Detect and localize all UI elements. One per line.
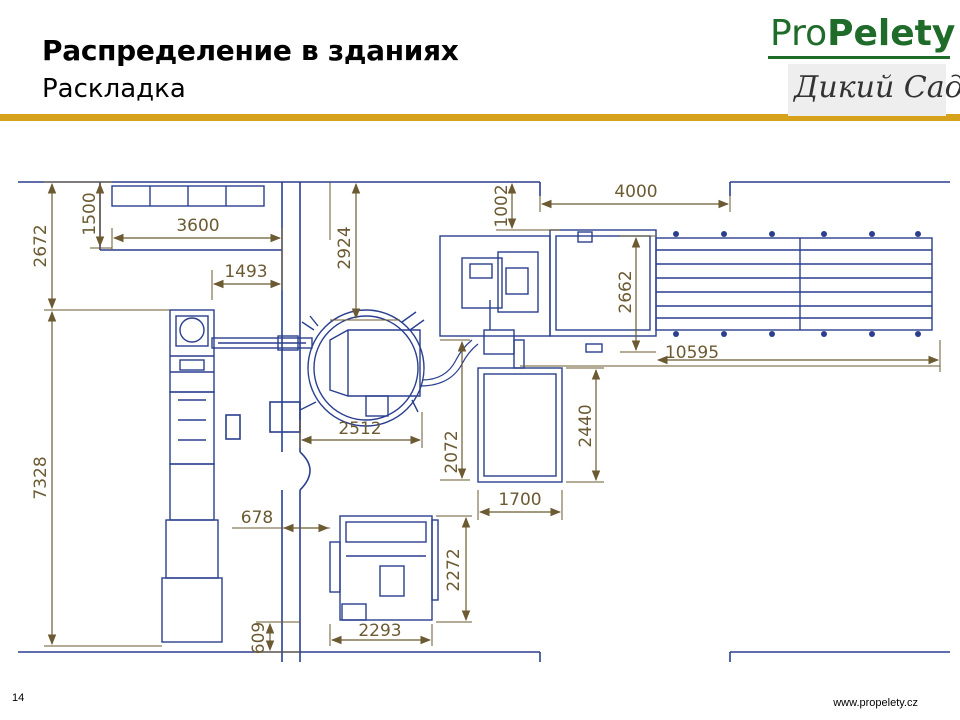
dim-3600: 3600 [176,216,219,236]
vertical-conveyor [161,309,223,643]
logo-underline [768,56,950,59]
storage-bin [111,185,265,207]
dim-7328: 7328 [31,456,51,499]
dim-2512: 2512 [338,419,381,439]
dim-2072: 2072 [442,430,462,473]
flexible-pipe [419,339,479,387]
dim-2662: 2662 [616,270,636,313]
dimension-arrows [47,182,940,652]
logo-brand: ProPelety [770,14,955,54]
pellet-press [439,235,551,369]
dim-2672: 2672 [31,224,51,267]
logo-partner-plate [788,64,946,116]
dim-2272: 2272 [444,548,464,591]
page-subtitle: Раскладка [42,74,186,104]
dim-1500: 1500 [80,192,100,235]
dim-678: 678 [241,508,273,528]
screw-conveyor [211,335,313,351]
footer-url: www.propelety.cz [833,697,918,709]
page-number: 14 [12,692,25,704]
dim-10595: 10595 [665,343,719,363]
dim-1002: 1002 [492,184,512,227]
logo-brand-light: Pro [770,13,828,54]
rotary-silo [299,309,425,427]
dim-2440: 2440 [576,404,596,447]
logo-brand-bold: Pelety [827,13,956,54]
logo-partner-text: Дикий Сад [794,70,960,105]
page-title: Распределение в зданиях [42,34,459,67]
dim-1493: 1493 [224,262,267,282]
cooler-unit [549,229,657,353]
extension-lines [44,181,941,653]
dim-4000: 4000 [614,182,657,202]
roller-conveyor [655,231,933,337]
dimension-labels: 1500 3600 2672 1493 7328 2924 1002 4000 … [31,182,719,654]
dim-1700: 1700 [498,490,541,510]
dim-2293: 2293 [358,621,401,641]
dim-609: 609 [249,622,269,654]
company-logo: ProPelety Дикий Сад [768,10,960,116]
bagging-machine [329,515,439,621]
dim-2924: 2924 [335,226,355,269]
header-divider [0,114,960,121]
pallet-table [477,367,563,483]
